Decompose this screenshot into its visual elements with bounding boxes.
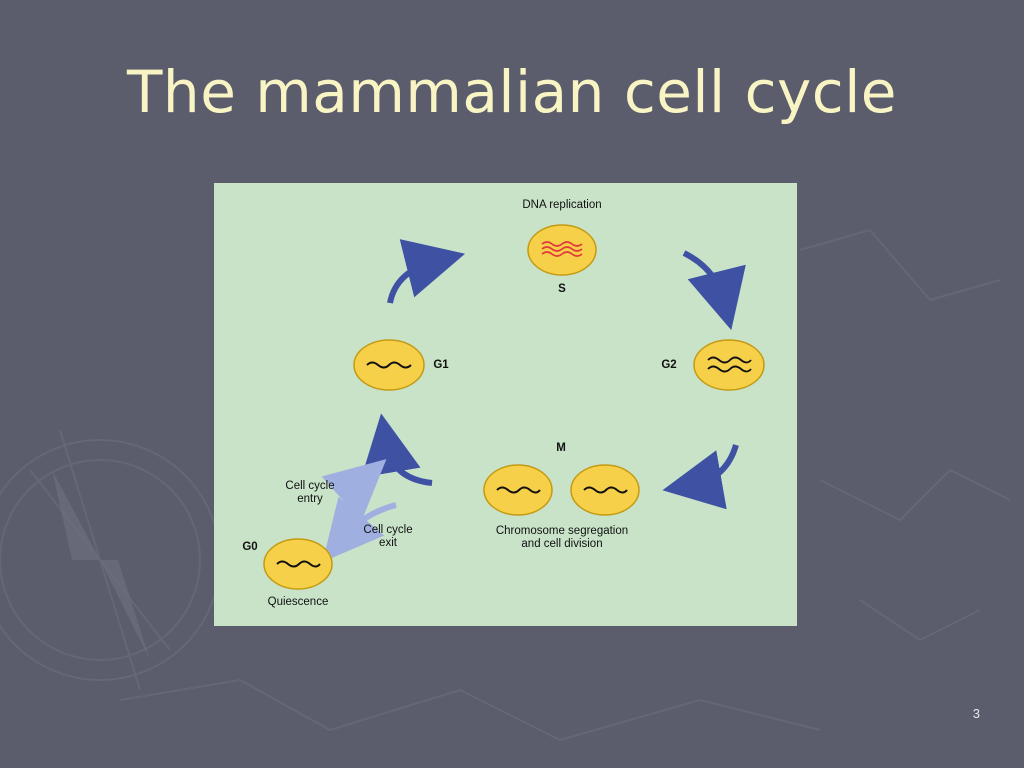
slide-title: The mammalian cell cycle [127, 58, 897, 126]
g1-to-s-arrow [387, 239, 466, 304]
g2-phase-cell [693, 339, 765, 391]
g0-phase-label: G0 [242, 541, 258, 553]
cell-cycle-graphic [263, 224, 765, 590]
page-number: 3 [972, 706, 980, 721]
m-phase-label: M [556, 442, 566, 454]
m-phase-cell-right [570, 464, 640, 516]
g1-phase-label: G1 [433, 359, 449, 371]
g0-phase-cell [263, 538, 333, 590]
quiescence-label: Quiescence [267, 596, 329, 608]
g2-to-m-arrow [662, 444, 739, 510]
cell-cycle-entry-label: Cell cycle entry [285, 480, 335, 505]
chromosome-segregation-label: Chromosome segregation and cell division [495, 525, 629, 550]
m-phase-cell-left [483, 464, 553, 516]
cell-cycle-exit-arrow [322, 496, 397, 562]
s-phase-cell [527, 224, 597, 276]
cell-cycle-exit-label: Cell cycle exit [363, 524, 413, 549]
s-phase-label: S [558, 283, 566, 295]
g2-phase-label: G2 [661, 359, 677, 371]
s-to-g2-arrow [682, 250, 746, 331]
m-to-g1-arrow [361, 413, 433, 486]
cell-cycle-diagram: DNA replication S G1 G2 M Chromosome seg… [214, 183, 797, 626]
dna-replication-label: DNA replication [522, 199, 602, 211]
g1-phase-cell [353, 339, 425, 391]
